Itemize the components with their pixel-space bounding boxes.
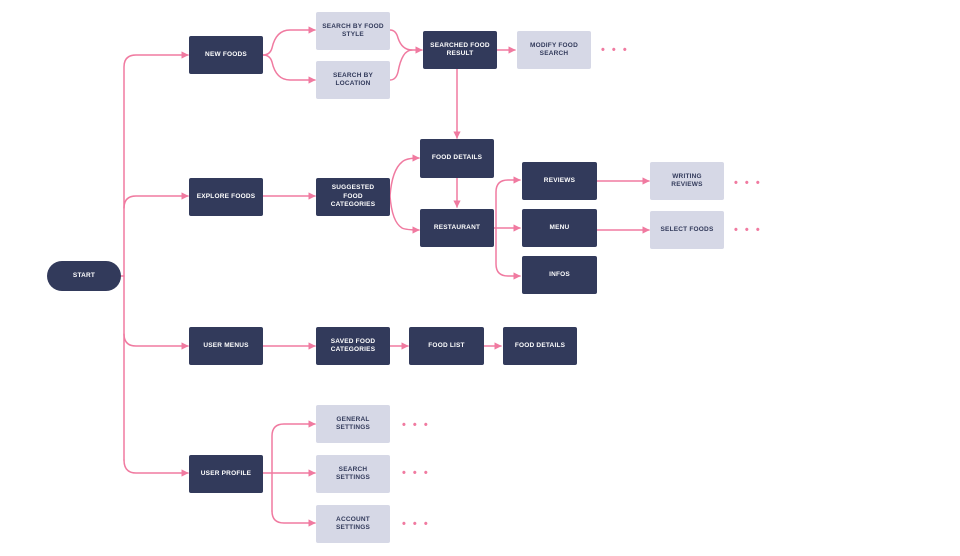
connector-new-foods-to-food-style (262, 26, 316, 56)
ellipsis-icon-modify: • • • (601, 44, 629, 56)
connector-food-style-to-result (389, 29, 423, 54)
node-food-list[interactable]: FOOD LIST (409, 327, 484, 365)
node-suggested-food-categories[interactable]: SUGGESTED FOOD CATEGORIES (316, 178, 390, 216)
node-select-foods[interactable]: SELECT FOODS (650, 211, 724, 249)
connector-start-to-explore-foods (123, 192, 189, 209)
node-writing-reviews[interactable]: WRITING REVIEWS (650, 162, 724, 200)
connector-start-to-new-foods (123, 51, 189, 461)
node-new-foods[interactable]: NEW FOODS (189, 36, 263, 74)
connector-suggested-to-food-details (389, 154, 420, 197)
ellipsis-icon-search: • • • (402, 467, 430, 479)
connector-profile-to-general (271, 420, 316, 512)
connector-location-to-result (389, 49, 413, 81)
node-menu[interactable]: MENU (522, 209, 597, 247)
node-explore-foods[interactable]: EXPLORE FOODS (189, 178, 263, 216)
node-user-profile[interactable]: USER PROFILE (189, 455, 263, 493)
connector-suggested-to-restaurant (389, 195, 420, 234)
node-food-details-2[interactable]: FOOD DETAILS (503, 327, 577, 365)
connector-new-foods-to-location (262, 54, 316, 84)
node-reviews[interactable]: REVIEWS (522, 162, 597, 200)
ellipsis-icon-account: • • • (402, 518, 430, 530)
connector-restaurant-to-infos (495, 227, 521, 280)
node-infos[interactable]: INFOS (522, 256, 597, 294)
node-saved-food-categories[interactable]: SAVED FOOD CATEGORIES (316, 327, 390, 365)
connector-profile-to-account (271, 510, 316, 527)
node-search-by-food-style[interactable]: SEARCH BY FOOD STYLE (316, 12, 390, 50)
connector-restaurant-to-reviews (495, 176, 521, 229)
node-search-settings[interactable]: SEARCH SETTINGS (316, 455, 390, 493)
node-start[interactable]: START (47, 261, 121, 291)
node-account-settings[interactable]: ACCOUNT SETTINGS (316, 505, 390, 543)
node-searched-food-result[interactable]: SEARCHED FOOD RESULT (423, 31, 497, 69)
ellipsis-icon-select: • • • (734, 224, 762, 236)
node-search-by-location[interactable]: SEARCH BY LOCATION (316, 61, 390, 99)
node-restaurant[interactable]: RESTAURANT (420, 209, 494, 247)
ellipsis-icon-writing: • • • (734, 177, 762, 189)
connector-start-to-user-menus (123, 333, 189, 350)
node-food-details[interactable]: FOOD DETAILS (420, 139, 494, 178)
connector-start-to-user-profile (123, 459, 189, 477)
ellipsis-icon-general: • • • (402, 419, 430, 431)
node-modify-food-search[interactable]: MODIFY FOOD SEARCH (517, 31, 591, 69)
node-general-settings[interactable]: GENERAL SETTINGS (316, 405, 390, 443)
node-user-menus[interactable]: USER MENUS (189, 327, 263, 365)
